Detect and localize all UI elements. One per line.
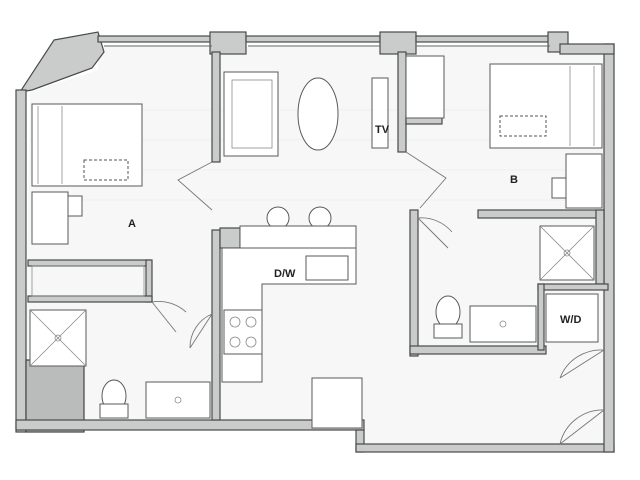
door-living-left bbox=[177, 161, 213, 211]
bedroom-a: A bbox=[31, 103, 187, 333]
closet-a bbox=[31, 265, 145, 297]
door-a bbox=[151, 300, 187, 333]
door-living-right bbox=[405, 151, 447, 209]
door-bath-a bbox=[189, 313, 213, 349]
living-area: TV bbox=[177, 71, 447, 211]
door-entry bbox=[559, 409, 605, 445]
bedroom-b: B bbox=[405, 55, 603, 249]
kitchen: D/W bbox=[221, 206, 363, 429]
label-washer-dryer: W/D bbox=[560, 314, 581, 326]
refrigerator bbox=[311, 377, 363, 429]
exterior-walls bbox=[15, 31, 615, 453]
coffee-table bbox=[297, 77, 339, 151]
label-dishwasher: D/W bbox=[274, 268, 296, 280]
door-b bbox=[417, 217, 453, 249]
label-tv: TV bbox=[375, 124, 390, 136]
vanity-b bbox=[469, 305, 537, 343]
vanity-a bbox=[145, 381, 211, 419]
bathroom-a bbox=[29, 309, 213, 419]
sofa bbox=[223, 71, 279, 157]
pillow-b bbox=[499, 115, 547, 137]
washer-dryer bbox=[545, 293, 599, 343]
stove bbox=[223, 309, 263, 355]
label-bedroom-b: B bbox=[510, 174, 518, 186]
bathroom-b bbox=[433, 225, 595, 343]
bed-a bbox=[31, 103, 143, 187]
island-counter bbox=[239, 225, 357, 249]
pillow-a bbox=[83, 159, 129, 181]
door-laundry bbox=[559, 349, 605, 379]
chair-a bbox=[67, 195, 83, 217]
bed-b bbox=[489, 63, 603, 149]
desk-a bbox=[31, 191, 69, 245]
toilet-b bbox=[435, 295, 461, 329]
interior-walls bbox=[27, 51, 609, 421]
wardrobe-b bbox=[405, 55, 445, 119]
kitchen-sink bbox=[305, 255, 349, 281]
chair-b bbox=[551, 177, 567, 199]
label-bedroom-a: A bbox=[128, 218, 136, 230]
tv-stand bbox=[371, 77, 389, 149]
desk-b bbox=[565, 153, 603, 209]
laundry: W/D bbox=[545, 293, 605, 445]
